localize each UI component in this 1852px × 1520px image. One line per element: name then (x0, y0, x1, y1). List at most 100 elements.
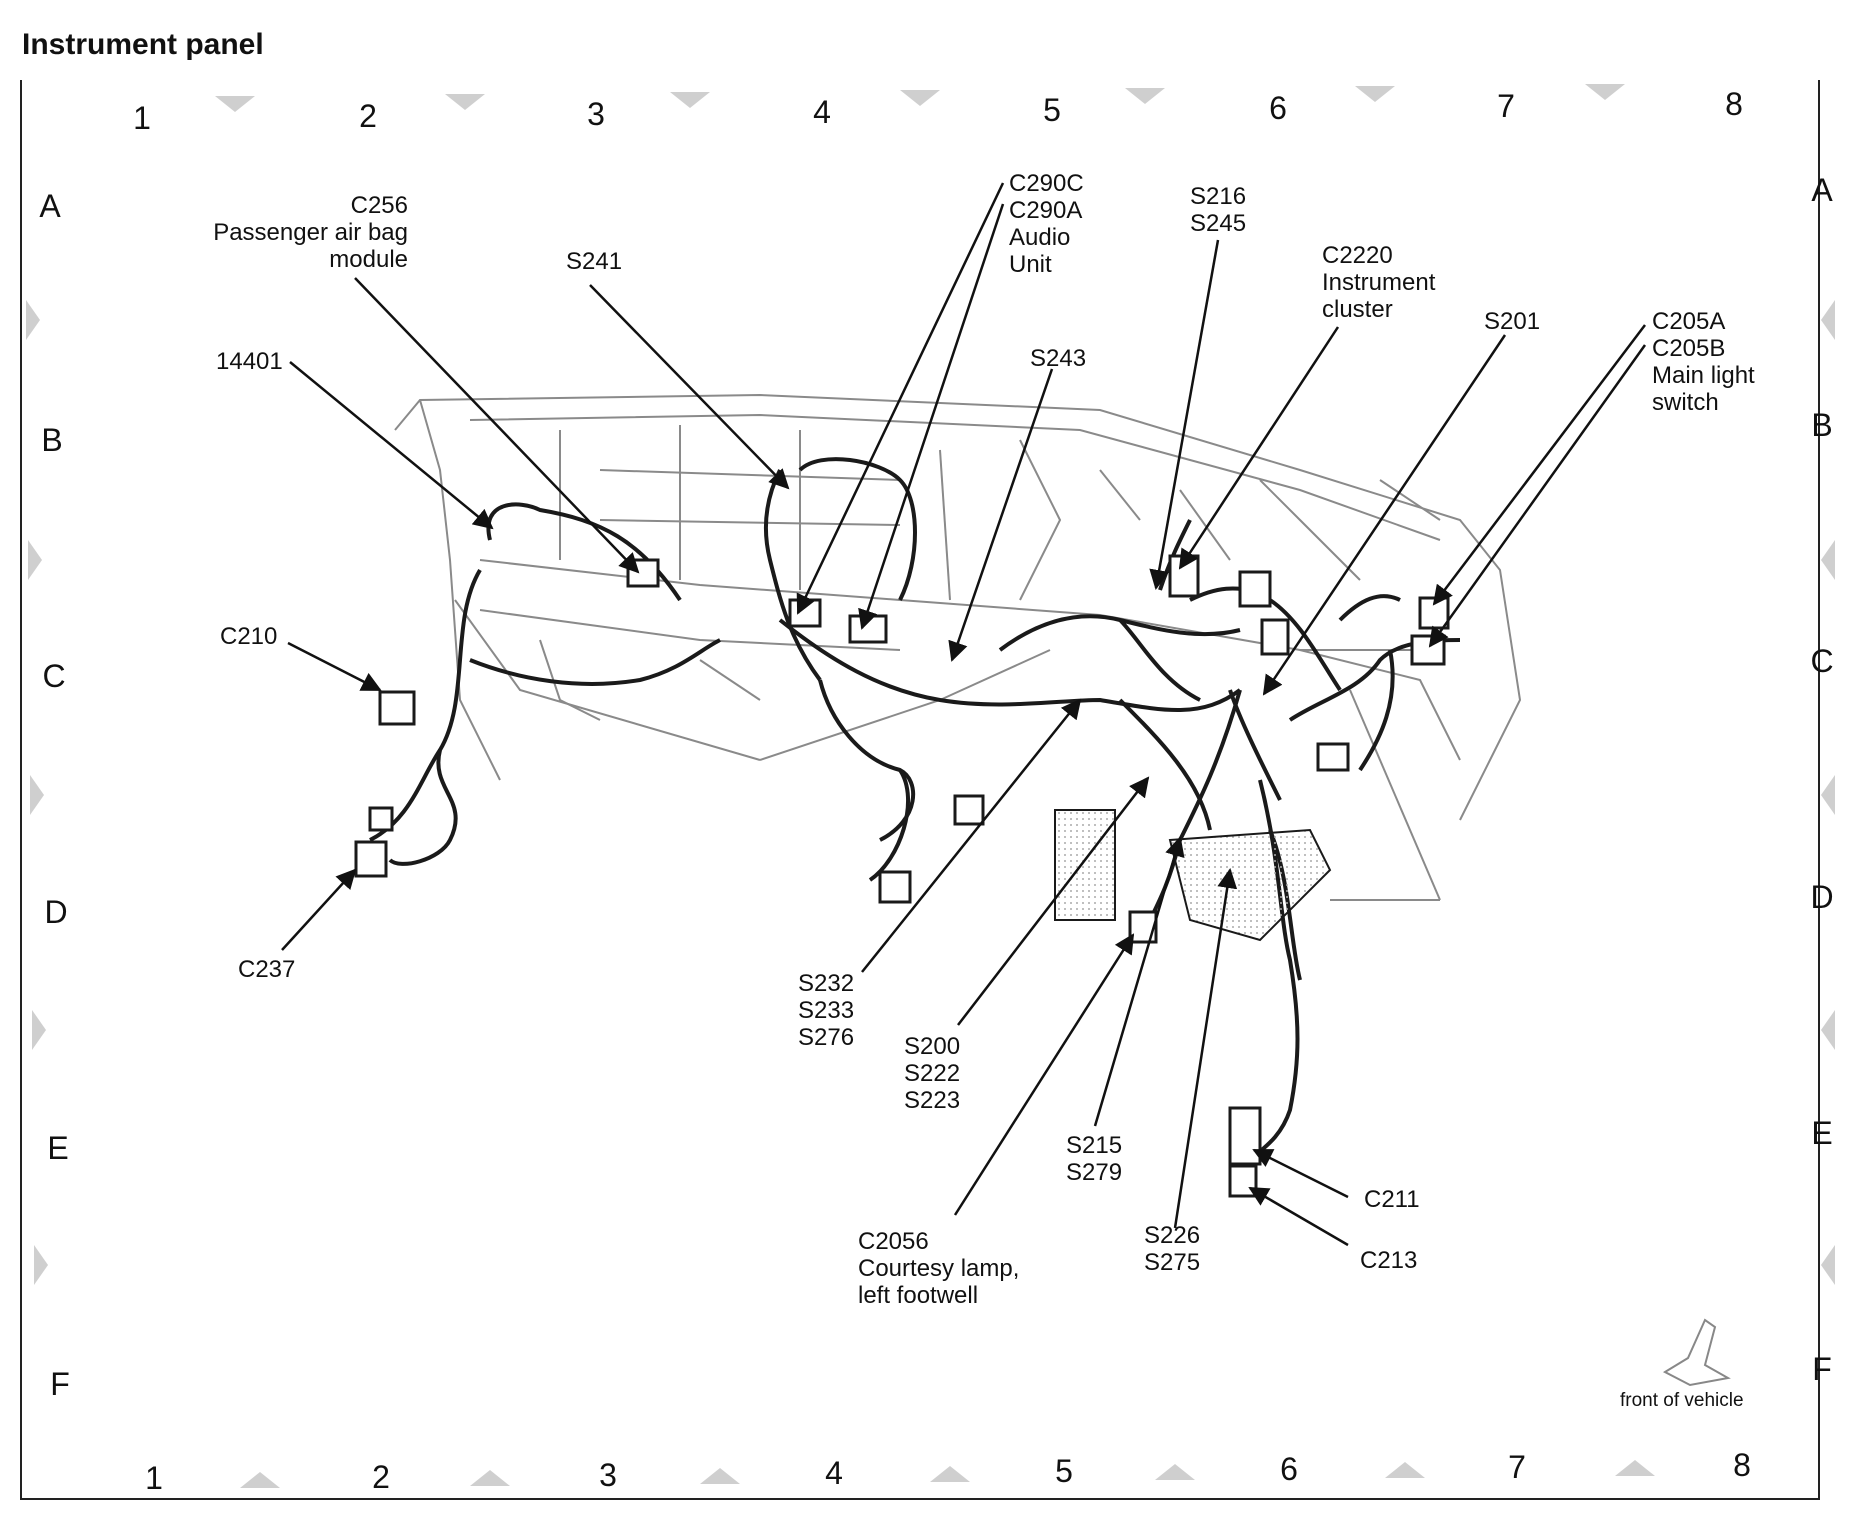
callout-c2220-line1: C2220 (1322, 242, 1393, 269)
connector-c210 (378, 690, 416, 726)
callout-s232-line3: S276 (798, 1024, 855, 1051)
callout-s243-line1: S243 (1030, 345, 1087, 372)
callout-c210-line1: C210 (220, 623, 278, 650)
grid-row-left-e: E (47, 1130, 69, 1166)
grid-col-top-5: 5 (1043, 92, 1061, 128)
callout-s216-line1: S216 (1190, 183, 1247, 210)
connector-c213 (1228, 1164, 1258, 1198)
grid-row-right-d: D (1810, 879, 1834, 915)
grid-col-bottom-5: 5 (1055, 1453, 1073, 1489)
callout-c290-line4: Unit (1009, 251, 1052, 278)
callout-c205-line2: C205B (1652, 335, 1726, 362)
page-title: Instrument panel (22, 28, 264, 61)
leader-lines (281, 182, 1647, 1247)
callout-s201-line1: S201 (1484, 308, 1541, 335)
callout-c237: C237 (238, 956, 295, 983)
callout-c213-line1: C213 (1360, 1247, 1418, 1274)
grid-col-bottom-7: 7 (1508, 1449, 1526, 1485)
callout-s200-line1: S200 (904, 1033, 961, 1060)
callout-c237-line1: C237 (238, 956, 296, 983)
callout-14401: 14401 (216, 348, 283, 375)
callout-c2056-line1: C2056 (858, 1228, 929, 1255)
callout-c256: C256 Passenger air bag module (190, 192, 408, 273)
callout-c2220: C2220 Instrument cluster (1322, 242, 1435, 323)
callout-s200-line3: S223 (904, 1087, 961, 1114)
connector-c2056 (1128, 910, 1158, 944)
diagram-frame (20, 80, 1820, 1500)
callout-c290: C290C C290A Audio Unit (1009, 170, 1084, 278)
connector-c2220 (1168, 554, 1200, 598)
callout-s216-line2: S245 (1190, 210, 1247, 237)
callout-c2056-line3: left footwell (858, 1282, 979, 1309)
grid-row-right-e: E (1811, 1115, 1833, 1151)
grid-row-left-f: F (50, 1366, 70, 1402)
callout-c205: C205A C205B Main light switch (1652, 308, 1755, 416)
callout-s241-line1: S241 (566, 248, 623, 275)
callout-s201: S201 (1484, 308, 1540, 335)
grid-col-top-6: 6 (1269, 90, 1287, 126)
callout-s200-line2: S222 (904, 1060, 961, 1087)
wiring-harness (369, 457, 1461, 1162)
connector-c290a (848, 614, 888, 644)
grid-row-right-c: C (1810, 643, 1834, 679)
grid-row-right-f: F (1812, 1351, 1832, 1387)
callout-c205-line4: switch (1652, 389, 1719, 416)
callout-s215: S215 S279 (1066, 1132, 1122, 1186)
front-of-vehicle-label: front of vehicle (1620, 1390, 1744, 1411)
front-of-vehicle-arrow-icon (1662, 1318, 1731, 1387)
callout-c2056-line2: Courtesy lamp, (858, 1255, 1020, 1282)
grid-col-bottom-3: 3 (599, 1457, 617, 1493)
connector-c256 (626, 558, 660, 588)
connector-c205b (1410, 634, 1446, 666)
callout-s200: S200 S222 S223 (904, 1033, 960, 1114)
grid-row-right-b: B (1811, 407, 1833, 443)
grid-col-bottom-4: 4 (825, 1455, 843, 1491)
callout-c290-line3: Audio (1009, 224, 1071, 251)
callout-s215-line1: S215 (1066, 1132, 1123, 1159)
grid-col-bottom-2: 2 (372, 1459, 390, 1495)
connector-c237 (354, 840, 388, 878)
callout-c2220-line2: Instrument (1322, 269, 1436, 296)
grid-row-left-b: B (41, 422, 63, 458)
grid-col-top-2: 2 (359, 98, 377, 134)
callout-s232-line2: S233 (798, 997, 855, 1024)
callout-s243: S243 (1030, 345, 1086, 372)
connector-c290c (788, 598, 822, 628)
callout-c205-line3: Main light (1652, 362, 1755, 389)
callout-c256-line2: Passenger air bag (213, 219, 408, 246)
callout-s216: S216 S245 (1190, 183, 1246, 237)
callout-s241: S241 (566, 248, 622, 275)
callout-c290-line2: C290A (1009, 197, 1083, 224)
callout-c256-line3: module (329, 246, 408, 273)
junction-box (1054, 809, 1332, 942)
grid-col-top-1: 1 (133, 100, 151, 136)
grid-row-left-a: A (39, 188, 61, 224)
grid-col-top-4: 4 (813, 94, 831, 130)
callout-c290-line1: C290C (1009, 170, 1084, 197)
callout-c256-line1: C256 (350, 192, 408, 219)
grid-col-top-7: 7 (1497, 88, 1515, 124)
grid-col-bottom-8: 8 (1733, 1447, 1751, 1483)
callout-s232-line1: S232 (798, 970, 855, 997)
grid-row-left-d: D (44, 894, 68, 930)
callout-c2056: C2056 Courtesy lamp, left footwell (858, 1228, 1019, 1309)
callout-c205-line1: C205A (1652, 308, 1726, 335)
connector-c211 (1228, 1106, 1262, 1166)
callout-s226-line1: S226 (1144, 1222, 1201, 1249)
callout-s232: S232 S233 S276 (798, 970, 854, 1051)
callout-c211-line1: C211 (1364, 1186, 1420, 1213)
grid-tick-marks (26, 84, 1835, 1488)
callout-c213: C213 (1360, 1247, 1417, 1274)
grid-row-left-c: C (42, 658, 66, 694)
callout-14401-line1: 14401 (216, 348, 283, 375)
callout-s226: S226 S275 (1144, 1222, 1200, 1276)
grid-col-top-8: 8 (1725, 86, 1743, 122)
grid-col-bottom-1: 1 (145, 1460, 163, 1496)
grid-col-bottom-6: 6 (1280, 1451, 1298, 1487)
callout-s215-line2: S279 (1066, 1159, 1123, 1186)
callout-s226-line2: S275 (1144, 1249, 1201, 1276)
callout-c211: C211 (1364, 1186, 1420, 1213)
callout-c210: C210 (220, 623, 277, 650)
instrument-panel-outline (394, 393, 1522, 901)
